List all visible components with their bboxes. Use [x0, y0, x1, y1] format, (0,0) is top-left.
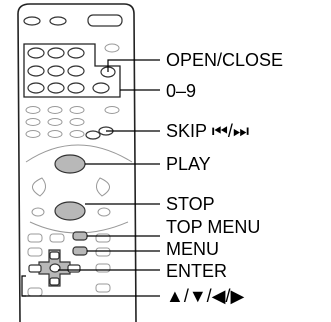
enter-button [49, 263, 61, 273]
small-button [104, 106, 120, 114]
small-button [25, 106, 41, 114]
small-button [31, 207, 45, 217]
number-button [47, 65, 65, 77]
small-button [47, 106, 63, 114]
small-button [25, 130, 41, 138]
play-button [54, 154, 86, 174]
top-mid-button [49, 16, 67, 26]
top-menu-label: TOP MENU [166, 217, 260, 237]
lower-button [95, 233, 111, 243]
number-button [47, 47, 65, 59]
number-button [27, 65, 45, 77]
number-button [67, 47, 85, 59]
small-button [97, 207, 111, 217]
skip-back-button [85, 130, 101, 140]
menu-label: MENU [166, 239, 219, 259]
number-button [67, 82, 85, 94]
number-button [27, 82, 45, 94]
stop-label: STOP [166, 194, 215, 214]
right-curved-button [96, 177, 110, 197]
top-menu-button [72, 231, 88, 241]
small-button [25, 118, 41, 126]
lower-button [49, 233, 65, 243]
arrow-right-button [67, 264, 81, 273]
lower-button [95, 263, 111, 273]
small-button [47, 130, 63, 138]
number-button [92, 82, 110, 94]
open-close-neighbor-button [104, 43, 120, 53]
play-surround-arc [25, 144, 133, 163]
lower-button [27, 247, 43, 257]
left-curved-button [32, 177, 46, 197]
lower-button [95, 247, 111, 257]
top-right-button [87, 14, 123, 27]
digits-label: 0–9 [166, 81, 196, 101]
arrow-left-button [28, 264, 42, 273]
open-close-label: OPEN/CLOSE [166, 50, 283, 70]
small-button [69, 106, 85, 114]
small-button [47, 118, 63, 126]
number-button [27, 47, 45, 59]
number-button [47, 82, 65, 94]
arrows-label: ▲/▼/◀/▶ [166, 286, 244, 306]
small-button [69, 130, 85, 138]
menu-button [72, 246, 88, 256]
top-left-button [23, 16, 41, 26]
open-close-callout [107, 59, 160, 72]
play-label: PLAY [166, 154, 211, 174]
arrow-up-button [49, 251, 60, 260]
skip-label: SKIP ⏮/⏭ [166, 121, 249, 141]
number-button [67, 65, 85, 77]
lower-button [27, 233, 43, 243]
lower-button [95, 283, 111, 293]
small-button [69, 118, 85, 126]
stop-button [54, 201, 86, 221]
number-pad-frame [23, 43, 121, 98]
enter-label: ENTER [166, 261, 227, 281]
arrow-down-button [49, 277, 60, 286]
